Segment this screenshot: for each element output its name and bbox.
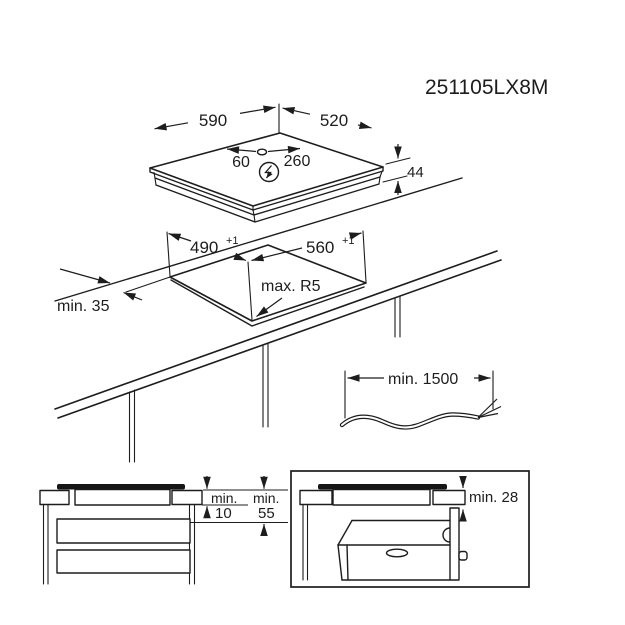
- cutout-width-dimension: 560 +1: [251, 232, 362, 262]
- worktop-front-bottom-edge: [57, 259, 502, 419]
- connection-offset-dimension: 60 260: [226, 145, 311, 171]
- hob-depth-label: 520: [320, 111, 348, 130]
- hob-body: [153, 170, 383, 223]
- corner-radius-dimension: max. R5: [256, 278, 321, 317]
- drawer-gap-dimension: min. 55: [253, 476, 279, 536]
- cabinet-legs: [302, 503, 309, 581]
- oven-left-outer-edge: [337, 544, 343, 581]
- cable-length-label: min. 1500: [388, 371, 458, 388]
- hob-width-dimension: 590: [154, 105, 276, 131]
- hob-body-profile: [74, 488, 171, 506]
- worktop-left-section: [299, 489, 333, 506]
- cable-wire-ends: [477, 398, 502, 419]
- hob-depth-dimension: 520: [282, 106, 372, 130]
- cutout-opening: [169, 244, 367, 322]
- worktop-front-edge: [54, 250, 498, 410]
- cutout-depth-tolerance: +1: [226, 235, 239, 247]
- worktop-cutout-view: 490 +1 560 +1 min. 35 max. R5: [54, 177, 502, 463]
- offset-right-label: 260: [284, 153, 311, 170]
- cutout-depth-dimension: 490 +1: [168, 232, 247, 262]
- rear-clearance-label: min. 35: [57, 298, 110, 315]
- corner-radius-label: max. R5: [261, 278, 321, 295]
- hob-isometric-view: 590 520 60 260: [149, 103, 424, 223]
- worktop-left-section: [39, 489, 70, 506]
- worktop-right-section: [432, 489, 466, 506]
- drawer-gap-value: 55: [258, 505, 275, 522]
- hob-glass-profile: [318, 484, 447, 490]
- oven-clearance-label: min. 28: [469, 489, 518, 506]
- connection-point: [256, 148, 268, 156]
- oven-left-inner-edge: [346, 544, 349, 581]
- cutout-depth-label: 490: [190, 238, 218, 257]
- hinge-bump: [442, 527, 451, 543]
- shelf-gap-dimension: min. 10: [203, 476, 237, 522]
- oven-clearance-view: min. 28: [290, 470, 530, 588]
- hob-glass-profile: [57, 484, 185, 490]
- drawer-upper: [56, 518, 191, 544]
- rear-clearance-dimension: min. 35: [57, 268, 171, 315]
- cutout-inner-wall: [170, 279, 365, 327]
- fixing-knob: [458, 550, 468, 561]
- drawer-gap-label: min.: [253, 490, 279, 506]
- hob-height-label: 44: [407, 164, 424, 181]
- cabinet-side-view: min. 10 min. 55: [39, 476, 288, 585]
- model-number: 251105LX8M: [425, 76, 548, 99]
- view-frame: [290, 470, 530, 588]
- cabinet-side-panel: [449, 507, 460, 581]
- worktop-rear-edge: [54, 177, 463, 302]
- shelf-gap-label: min.: [211, 490, 237, 506]
- hob-width-label: 590: [199, 111, 227, 130]
- lightning-bolt-circle-icon: [258, 161, 280, 183]
- oven-top-left-edge: [337, 519, 353, 546]
- worktop-legs: [128, 295, 401, 463]
- hob-body-profile: [332, 488, 431, 506]
- drawer-lower: [56, 549, 191, 574]
- offset-left-label: 60: [232, 154, 250, 171]
- cable-view: min. 1500: [339, 370, 502, 430]
- worktop-right-section: [171, 489, 203, 506]
- cutout-width-tolerance: +1: [342, 235, 355, 247]
- hob-height-dimension: 44: [382, 144, 424, 195]
- oven-clearance-dimension: min. 28: [459, 476, 518, 522]
- oven-handle: [385, 548, 409, 558]
- built-under-oven: [337, 507, 468, 581]
- shelf-gap-value: 10: [215, 505, 232, 522]
- cutout-width-label: 560: [306, 238, 334, 257]
